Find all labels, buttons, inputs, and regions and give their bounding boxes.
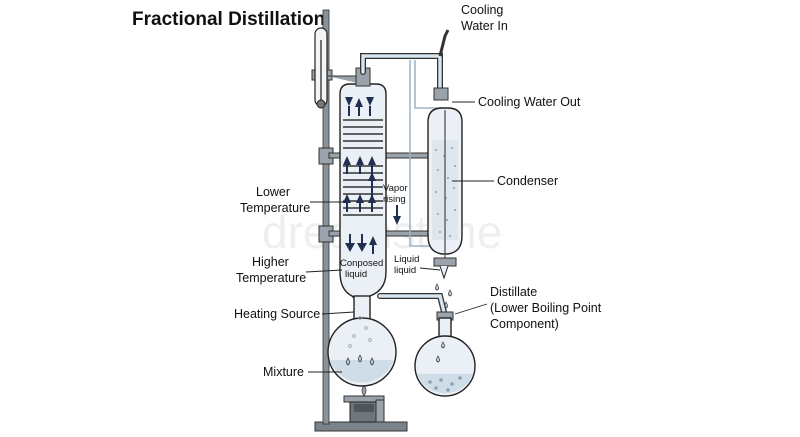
label-cooling-water-in: Cooling Water In (461, 3, 508, 33)
vapor-label-1: Vapor (383, 183, 408, 194)
svg-text:Temperature: Temperature (236, 271, 306, 285)
liquid-annotation: Liquid liquid (394, 254, 441, 276)
liquid-label-1: Liquid (394, 254, 419, 265)
svg-text:Condenser: Condenser (497, 174, 558, 188)
condenser (427, 87, 463, 280)
side-arm (377, 293, 447, 315)
label-condenser: Condenser (452, 174, 558, 188)
label-higher-temperature: Higher Temperature (236, 255, 343, 285)
vapor-rising-annotation: Vapor rising (368, 172, 408, 225)
label-distillate: Distillate (Lower Boiling Point Componen… (454, 285, 602, 331)
svg-text:Water In: Water In (461, 19, 508, 33)
receiving-flask (414, 311, 476, 397)
boiling-flask (327, 295, 397, 387)
svg-text:Mixture: Mixture (263, 365, 304, 379)
svg-text:Higher: Higher (252, 255, 289, 269)
label-heating-source: Heating Source (234, 307, 355, 321)
heating-source (343, 385, 385, 423)
label-cooling-water-out: Cooling Water Out (452, 95, 581, 109)
diagram-title: Fractional Distillation (132, 9, 325, 30)
svg-text:Heating Source: Heating Source (234, 307, 320, 321)
fractionating-column: Conposed liquid (339, 67, 387, 301)
label-lower-temperature: Lower Temperature (240, 185, 346, 215)
svg-text:Cooling Water Out: Cooling Water Out (478, 95, 581, 109)
svg-text:Component): Component) (490, 317, 559, 331)
condenser-top-stopper (433, 87, 449, 101)
ring-stand (311, 9, 450, 432)
svg-text:(Lower Boiling Point: (Lower Boiling Point (490, 301, 602, 315)
svg-text:Temperature: Temperature (240, 201, 310, 215)
liquid-label-2: liquid (394, 265, 416, 276)
condenser-drops (435, 283, 452, 309)
vapor-label-2: rising (383, 194, 406, 205)
label-mixture: Mixture (263, 365, 342, 379)
vapor-tube (360, 53, 443, 95)
composed-liquid-label-2: liquid (345, 269, 367, 280)
composed-liquid-label-1: Conposed (340, 258, 383, 269)
svg-text:Lower: Lower (256, 185, 290, 199)
svg-text:Distillate: Distillate (490, 285, 537, 299)
svg-text:Cooling: Cooling (461, 3, 503, 17)
